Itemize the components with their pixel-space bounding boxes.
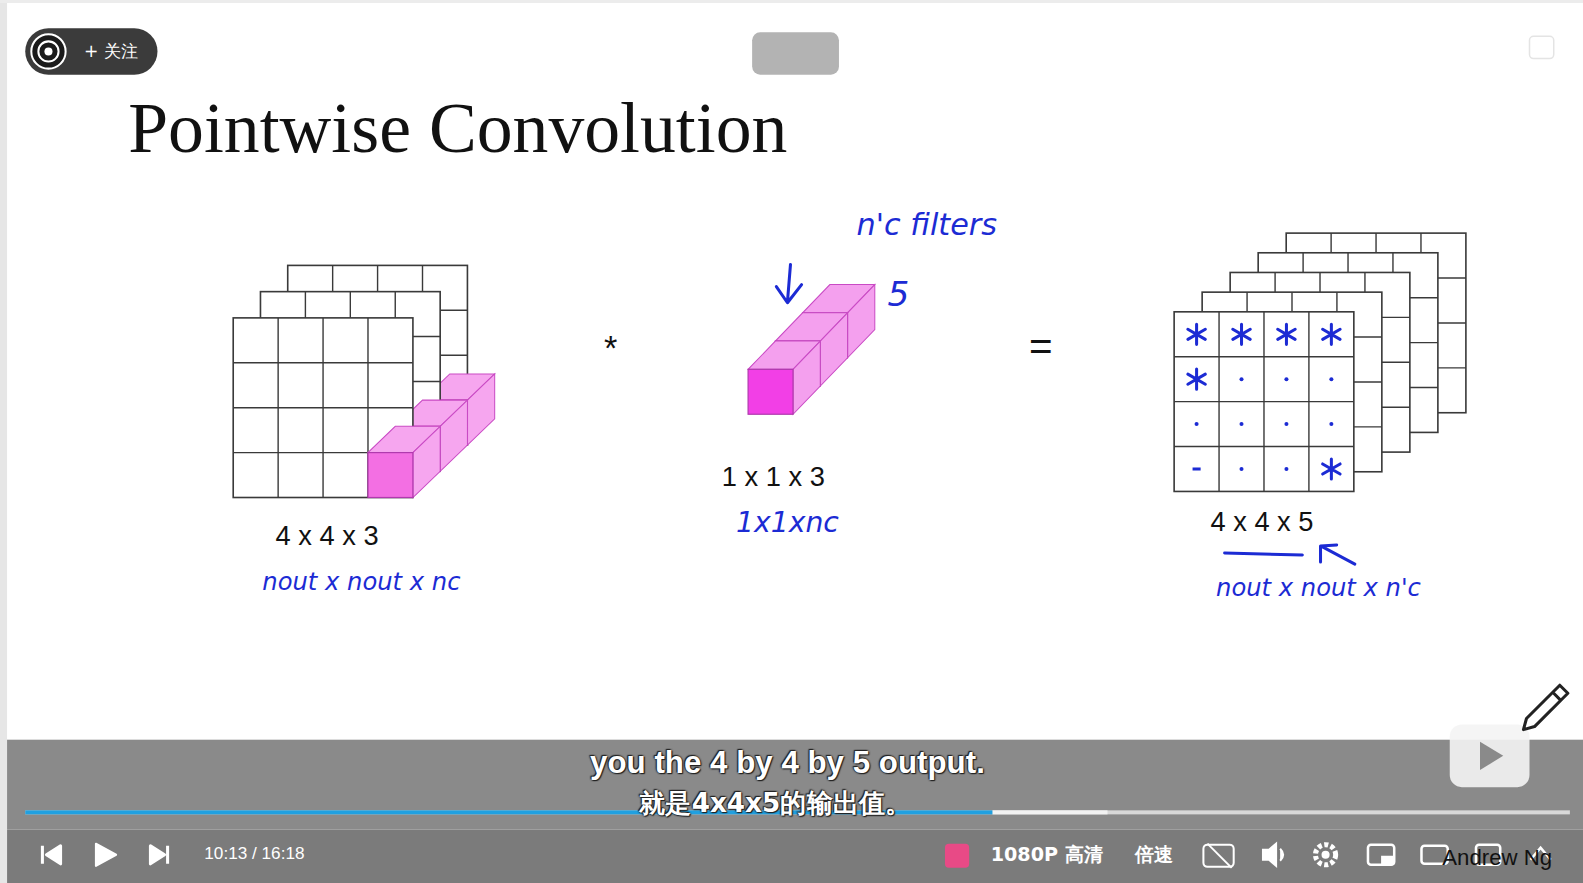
pink-column: [413, 426, 440, 497]
filter-cube: [748, 369, 793, 414]
value-dot: [1239, 467, 1243, 471]
handwritten-dimension: nout x nout x n'c: [1216, 575, 1421, 602]
control-bar: [7, 830, 1583, 883]
quality-button: 1080P 高清: [991, 844, 1103, 865]
dimension-label: 4 x 4 x 3: [276, 522, 379, 552]
top-border: [0, 0, 1583, 3]
grey-pill: [752, 32, 839, 74]
handwritten-number: 5: [888, 276, 910, 314]
subtitle-icon: [1207, 844, 1231, 868]
subtitle-english: you the 4 by 4 by 5 output.: [590, 746, 985, 780]
speed-button: 倍速: [1135, 844, 1173, 865]
slide-title: Pointwise Convolution: [128, 89, 787, 168]
handwritten-arrow: [776, 264, 801, 302]
value-dot: [1195, 422, 1199, 426]
grid-line: [1308, 312, 1309, 492]
avatar-icon: [31, 34, 65, 68]
value-dot: [1329, 422, 1333, 426]
filter-cube: [848, 285, 875, 358]
value-dot: [1329, 377, 1333, 381]
settings-icon: [1315, 845, 1335, 865]
prev-icon: [42, 846, 60, 864]
value-star: [1233, 324, 1250, 344]
value-star: [1278, 324, 1295, 344]
value-star: [1323, 324, 1340, 344]
pink-column: [368, 453, 413, 498]
subtitle-band: [7, 740, 1583, 830]
grid-line: [1174, 446, 1354, 447]
value-dot: [1284, 377, 1288, 381]
subtitle-chinese: 就是4x4x5的输出值。: [639, 789, 911, 818]
grid-line: [1174, 401, 1354, 402]
pink-column: [467, 374, 494, 445]
filter-cube: [820, 313, 847, 386]
pip-icon: [1368, 845, 1394, 865]
tv-logo: [1480, 742, 1503, 770]
help-icon: [1529, 36, 1553, 58]
watermark: Andrew Ng: [1442, 846, 1552, 870]
pip-icon: [1381, 856, 1394, 865]
dimension-label: 4 x 4 x 5: [1210, 508, 1313, 538]
filter-cube: [793, 341, 820, 414]
feature-map-layer: [1174, 312, 1354, 492]
value-dash: [1193, 467, 1201, 470]
value-star: [1323, 459, 1340, 479]
follow-label: + 关注: [84, 42, 138, 61]
pencil-icon: [1523, 685, 1567, 729]
handwritten-arrow: [1321, 545, 1355, 564]
input-volume: [233, 265, 494, 497]
grid-line: [233, 407, 413, 408]
output-volume: [1174, 233, 1466, 491]
handwritten-underline: [1225, 553, 1303, 555]
operator-symbol: *: [604, 329, 617, 367]
next-icon: [150, 846, 167, 864]
feature-map-layer: [233, 318, 413, 498]
value-dot: [1239, 377, 1243, 381]
value-star: [1188, 324, 1205, 344]
pointwise-filter: [748, 285, 875, 415]
pink-column: [440, 400, 467, 471]
tv-logo: [1450, 725, 1530, 788]
operator-symbol: =: [1029, 324, 1053, 368]
settings-icon: [1322, 851, 1330, 859]
follow-button: [25, 28, 157, 74]
left-border: [0, 0, 7, 883]
value-dot: [1284, 467, 1288, 471]
value-dot: [1284, 422, 1288, 426]
play-icon: [96, 844, 116, 866]
value-star: [1188, 369, 1205, 389]
avatar-icon: [44, 47, 52, 55]
avatar-icon: [38, 41, 58, 61]
handwritten-dimension: 1x1xnc: [736, 508, 839, 539]
dimension-label: 1 x 1 x 3: [722, 462, 825, 492]
translate-icon: [945, 844, 969, 868]
handwritten-note: n'c filters: [857, 207, 998, 240]
volume-icon: [1263, 844, 1283, 866]
handwritten-dimension: nout x nout x nc: [262, 569, 460, 596]
progress-buffered: [992, 810, 1107, 814]
value-dot: [1239, 422, 1243, 426]
time-display: 10:13 / 16:18: [204, 845, 304, 864]
